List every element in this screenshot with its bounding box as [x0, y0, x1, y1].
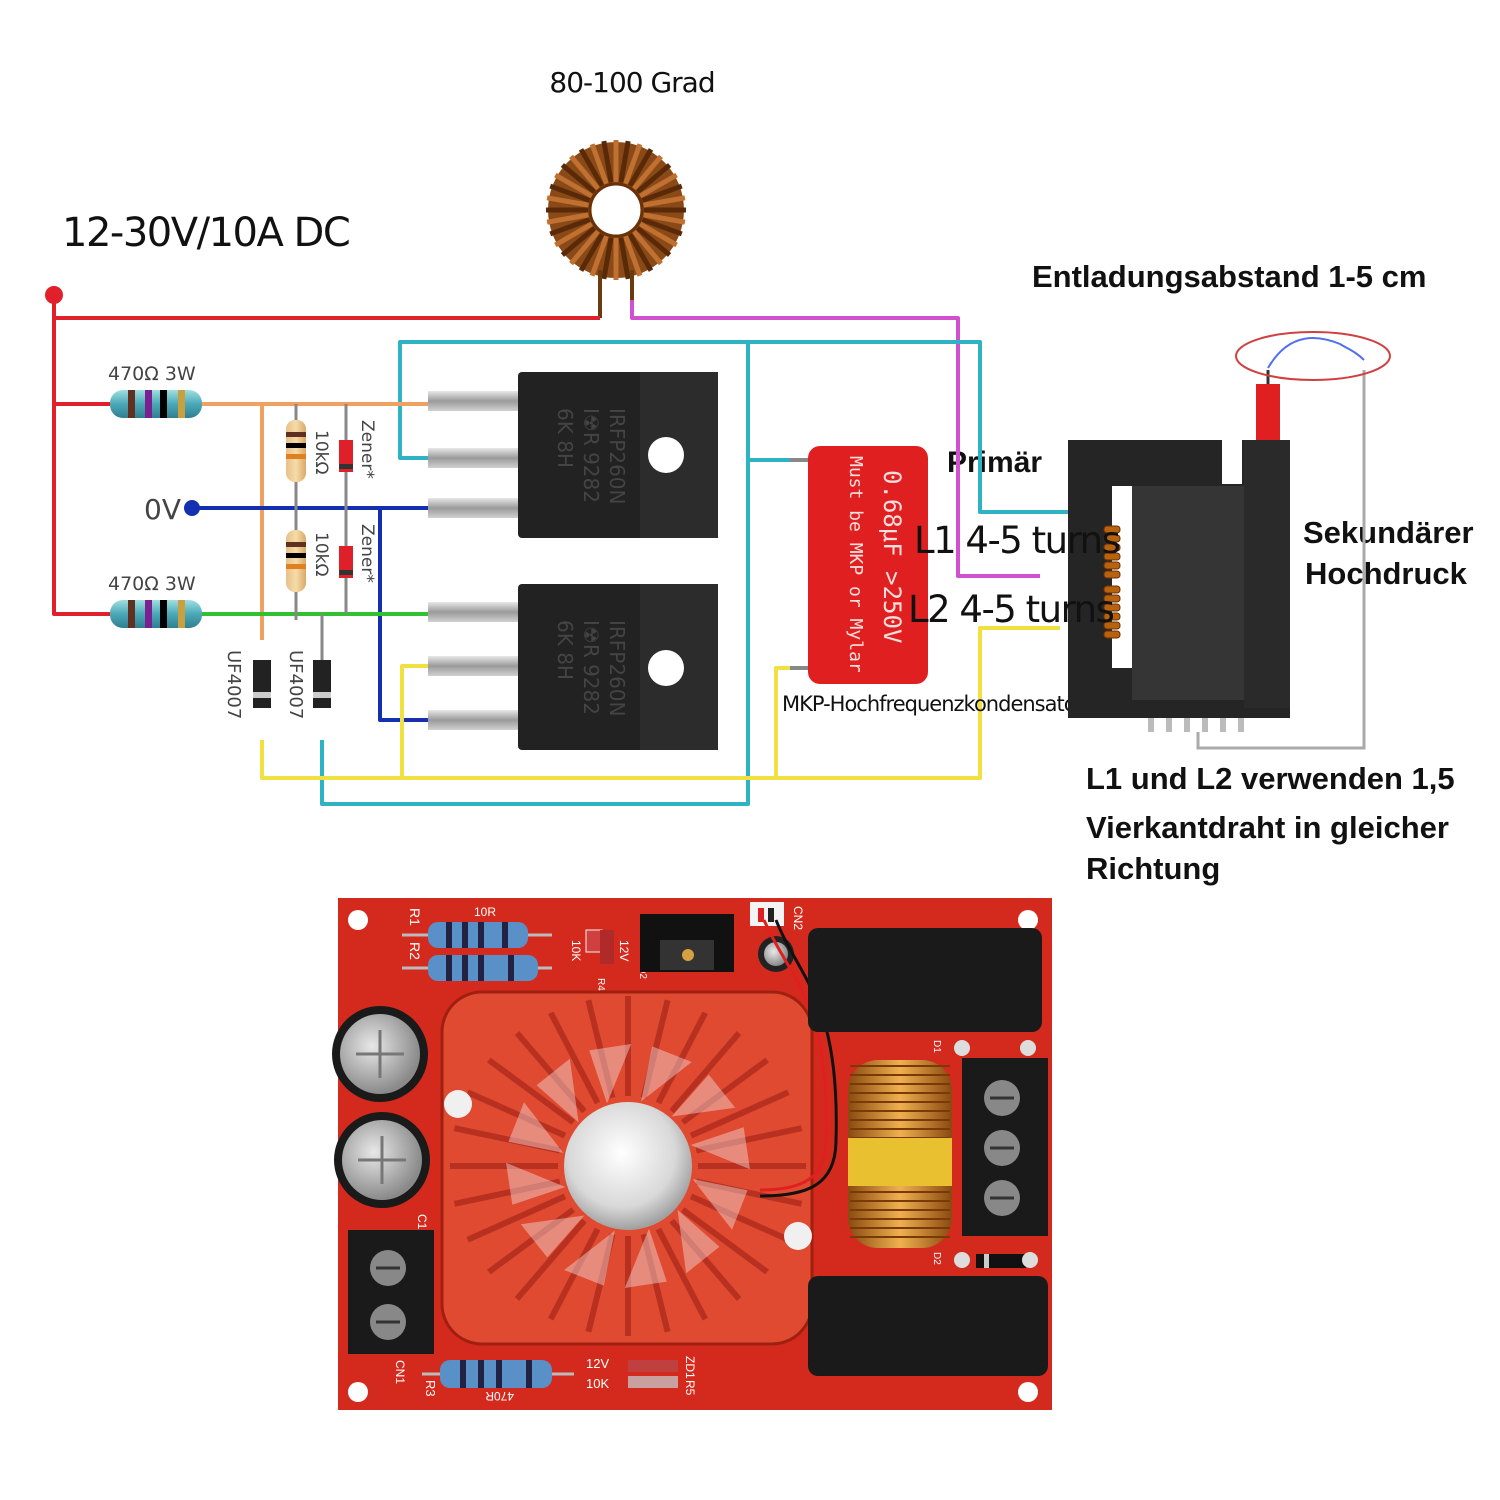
resistor-10k-top: 10kΩ — [286, 420, 331, 482]
svg-text:Must be MKP or Mylar: Must be MKP or Mylar — [845, 456, 866, 673]
secondary-label-2: Hochdruck — [1305, 556, 1468, 591]
flyback-transformer — [1068, 331, 1391, 750]
zener-diode-bottom: Zener* — [339, 524, 377, 583]
l1-label: L1 4-5 turns — [914, 519, 1120, 562]
board-resistor-r1: 10R — [402, 905, 552, 948]
svg-text:470Ω 3W: 470Ω 3W — [108, 573, 196, 595]
svg-text:470R: 470R — [485, 1389, 514, 1403]
svg-text:UF4007: UF4007 — [223, 650, 244, 719]
power-supply-label: 12-30V/10A DC — [62, 210, 349, 256]
l2-label: L2 4-5 turns — [908, 588, 1114, 631]
diode-uf4007-b: UF4007 — [285, 650, 331, 719]
wire-magenta — [630, 300, 1040, 578]
svg-text:6K 8H: 6K 8H — [553, 408, 577, 468]
mosfet-bottom: IRFP260N I☢R 9282 6K 8H — [428, 584, 718, 750]
discharge-distance-label: Entladungsabstand 1-5 cm — [1032, 259, 1426, 294]
svg-text:10R: 10R — [474, 905, 496, 919]
svg-text:Zener*: Zener* — [357, 420, 377, 479]
board-resistor-r2 — [402, 955, 552, 981]
board-terminal-cn1: CN1 — [348, 1230, 434, 1384]
board-toroid — [848, 1060, 952, 1248]
wire-yellow — [260, 626, 1060, 780]
board-capacitors-left: C1 — [332, 1006, 430, 1230]
resistor-470-top: 470Ω 3W — [108, 363, 202, 418]
fan-hub — [564, 1102, 692, 1230]
svg-text:Zener*: Zener* — [357, 524, 377, 583]
heatsink — [440, 990, 814, 1346]
zero-volt-terminal — [184, 500, 200, 516]
svg-text:I☢R 9282: I☢R 9282 — [579, 408, 603, 503]
wire-cyan — [398, 340, 1072, 514]
wire-note-1: L1 und L2 verwenden 1,5 — [1086, 761, 1455, 796]
board-resonant-capacitors — [808, 928, 1048, 1376]
diode-uf4007-a: UF4007 — [223, 650, 271, 719]
svg-text:10K: 10K — [586, 1376, 609, 1391]
positive-terminal — [45, 286, 63, 304]
svg-text:D1: D1 — [931, 1040, 942, 1053]
svg-text:C1: C1 — [415, 1214, 429, 1230]
resistor-10k-bottom: 10kΩ — [286, 530, 331, 592]
wire-note-3: Richtung — [1086, 851, 1220, 886]
svg-text:0.68μF >250V: 0.68μF >250V — [878, 470, 906, 643]
svg-text:6K 8H: 6K 8H — [553, 620, 577, 680]
svg-text:I☢R 9282: I☢R 9282 — [579, 620, 603, 715]
svg-text:470Ω 3W: 470Ω 3W — [108, 363, 196, 385]
toroid-inductor — [546, 140, 686, 318]
board-small-parts-top: 10K 12V ZD2 R4 CN2 — [569, 902, 838, 1198]
svg-text:ZD1: ZD1 — [683, 1356, 697, 1379]
svg-text:R5: R5 — [683, 1380, 697, 1396]
zero-volt-label: 0V — [144, 493, 181, 526]
capacitor-note: MKP-Hochfrequenzkondensator — [782, 692, 1085, 716]
svg-text:10kΩ: 10kΩ — [311, 532, 331, 576]
svg-text:CN2: CN2 — [791, 906, 805, 930]
svg-text:UF4007: UF4007 — [285, 650, 306, 719]
temperature-label: 80-100 Grad — [549, 66, 714, 99]
svg-text:CN1: CN1 — [393, 1360, 407, 1384]
svg-text:IRFP260N: IRFP260N — [605, 408, 629, 505]
svg-text:IRFP260N: IRFP260N — [605, 620, 629, 717]
resistor-470-bottom: 470Ω 3W — [108, 573, 202, 628]
zvs-board: 10R R1 R2 10K 12V ZD2 R4 CN2 — [332, 898, 1052, 1410]
svg-text:12V: 12V — [586, 1356, 609, 1371]
primary-label: Primär — [947, 446, 1042, 479]
board-small-parts-bottom: 12V 10K ZD1 R5 — [586, 1356, 697, 1396]
svg-text:10K: 10K — [569, 940, 583, 961]
svg-text:12V: 12V — [617, 940, 631, 961]
svg-text:R4: R4 — [595, 978, 606, 991]
mkp-capacitor: 0.68μF >250V Must be MKP or Mylar — [790, 446, 928, 684]
board-resistor-r3: 470R R3 — [422, 1360, 574, 1403]
mosfet-top: IRFP260N I☢R 9282 6K 8H — [428, 372, 718, 538]
svg-text:R3: R3 — [423, 1380, 438, 1397]
board-r1-label: R1 — [407, 908, 423, 926]
svg-text:D2: D2 — [931, 1252, 942, 1265]
zener-diode-top: Zener* — [339, 420, 377, 479]
secondary-label-1: Sekundärer — [1303, 515, 1474, 550]
wire-red — [52, 295, 110, 616]
svg-text:10kΩ: 10kΩ — [311, 430, 331, 474]
board-output-terminal: D1 D2 — [931, 1040, 1048, 1268]
wire-note-2: Vierkantdraht in gleicher — [1086, 810, 1449, 845]
board-r2-label: R2 — [407, 942, 423, 960]
